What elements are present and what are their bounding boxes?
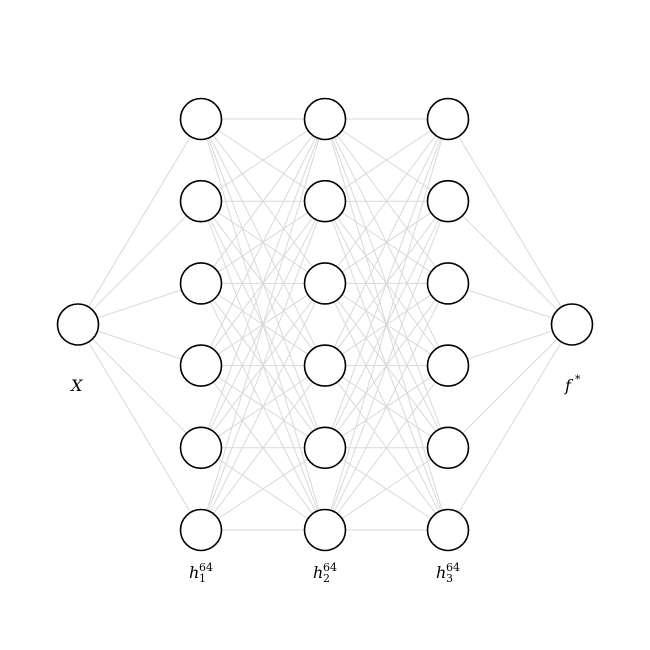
edge-hidden-2-4-to-hidden-3-0 [324, 118, 449, 448]
edge-hidden-1-3-to-hidden-2-0 [200, 118, 326, 366]
hidden-2-node-0 [303, 97, 347, 141]
edge-hidden-1-1-to-hidden-2-0 [200, 118, 326, 202]
edge-hidden-1-5-to-hidden-2-0 [200, 118, 326, 531]
hidden-3-node-3 [426, 344, 470, 387]
hidden-1-node-0 [179, 97, 223, 141]
input-label: X [69, 376, 83, 395]
input-node-0 [56, 303, 100, 346]
hidden-2-label-sub: 2 [323, 572, 330, 585]
edge-hidden-1-2-to-hidden-2-0 [200, 118, 326, 284]
hidden-2-node-2 [303, 262, 347, 305]
hidden-1-node-3 [179, 344, 223, 387]
edge-input-0-to-hidden-1-4 [77, 324, 202, 449]
hidden-3-label-sup: 64 [446, 561, 460, 574]
edge-hidden-1-5-to-hidden-2-4 [200, 447, 326, 531]
edge-hidden-2-5-to-hidden-3-1 [324, 201, 449, 531]
edge-hidden-2-5-to-hidden-3-4 [324, 447, 449, 531]
edge-hidden-3-2-to-output-0 [447, 282, 573, 325]
output-label-sup: * [575, 373, 581, 386]
edge-hidden-3-0-to-output-0 [447, 118, 573, 325]
hidden-1-node-4 [179, 426, 223, 470]
hidden-1-node-1 [179, 179, 223, 223]
hidden-1-node-2 [179, 262, 223, 305]
edge-hidden-2-5-to-hidden-3-2 [324, 283, 449, 531]
layer-labels: X h 64 1 h 64 2 h 64 3 f * [69, 373, 581, 585]
edge-hidden-2-5-to-hidden-3-0 [324, 118, 449, 531]
output-node-0 [550, 303, 594, 346]
edge-input-0-to-hidden-1-1 [77, 200, 202, 325]
neurons [56, 97, 594, 552]
edge-hidden-1-5-to-hidden-2-1 [200, 201, 326, 531]
edge-hidden-3-3-to-output-0 [447, 324, 573, 367]
edge-hidden-1-5-to-hidden-2-2 [200, 283, 326, 531]
edge-input-0-to-hidden-1-3 [77, 324, 202, 367]
edge-hidden-1-5-to-hidden-2-3 [200, 365, 326, 531]
hidden-2-label: h [313, 563, 323, 582]
hidden-2-node-5 [303, 508, 347, 552]
connections [77, 118, 573, 531]
edge-hidden-2-2-to-hidden-3-0 [324, 118, 449, 284]
edge-hidden-3-4-to-output-0 [447, 324, 573, 449]
edge-hidden-2-1-to-hidden-3-0 [324, 118, 449, 202]
hidden-3-label-sub: 3 [446, 572, 453, 585]
edge-hidden-3-1-to-output-0 [447, 200, 573, 325]
hidden-2-label-sup: 64 [323, 561, 337, 574]
edge-hidden-2-3-to-hidden-3-0 [324, 118, 449, 366]
hidden-3-label: h [436, 563, 446, 582]
hidden-2-node-1 [303, 179, 347, 223]
hidden-1-label-sup: 64 [199, 561, 213, 574]
hidden-3-node-4 [426, 426, 470, 470]
hidden-3-node-5 [426, 508, 470, 552]
edge-hidden-1-4-to-hidden-2-0 [200, 118, 326, 448]
hidden-3-node-0 [426, 97, 470, 141]
hidden-1-node-5 [179, 508, 223, 552]
edge-input-0-to-hidden-1-2 [77, 282, 202, 325]
output-label: f [564, 376, 574, 395]
edge-hidden-2-5-to-hidden-3-3 [324, 365, 449, 531]
hidden-1-label-sub: 1 [199, 572, 206, 585]
hidden-3-node-1 [426, 179, 470, 223]
edge-input-0-to-hidden-1-5 [77, 324, 202, 531]
hidden-2-node-4 [303, 426, 347, 470]
hidden-3-node-2 [426, 262, 470, 305]
edge-hidden-3-5-to-output-0 [447, 324, 573, 531]
hidden-2-node-3 [303, 344, 347, 387]
hidden-1-label: h [189, 563, 199, 582]
edge-input-0-to-hidden-1-0 [77, 118, 202, 325]
